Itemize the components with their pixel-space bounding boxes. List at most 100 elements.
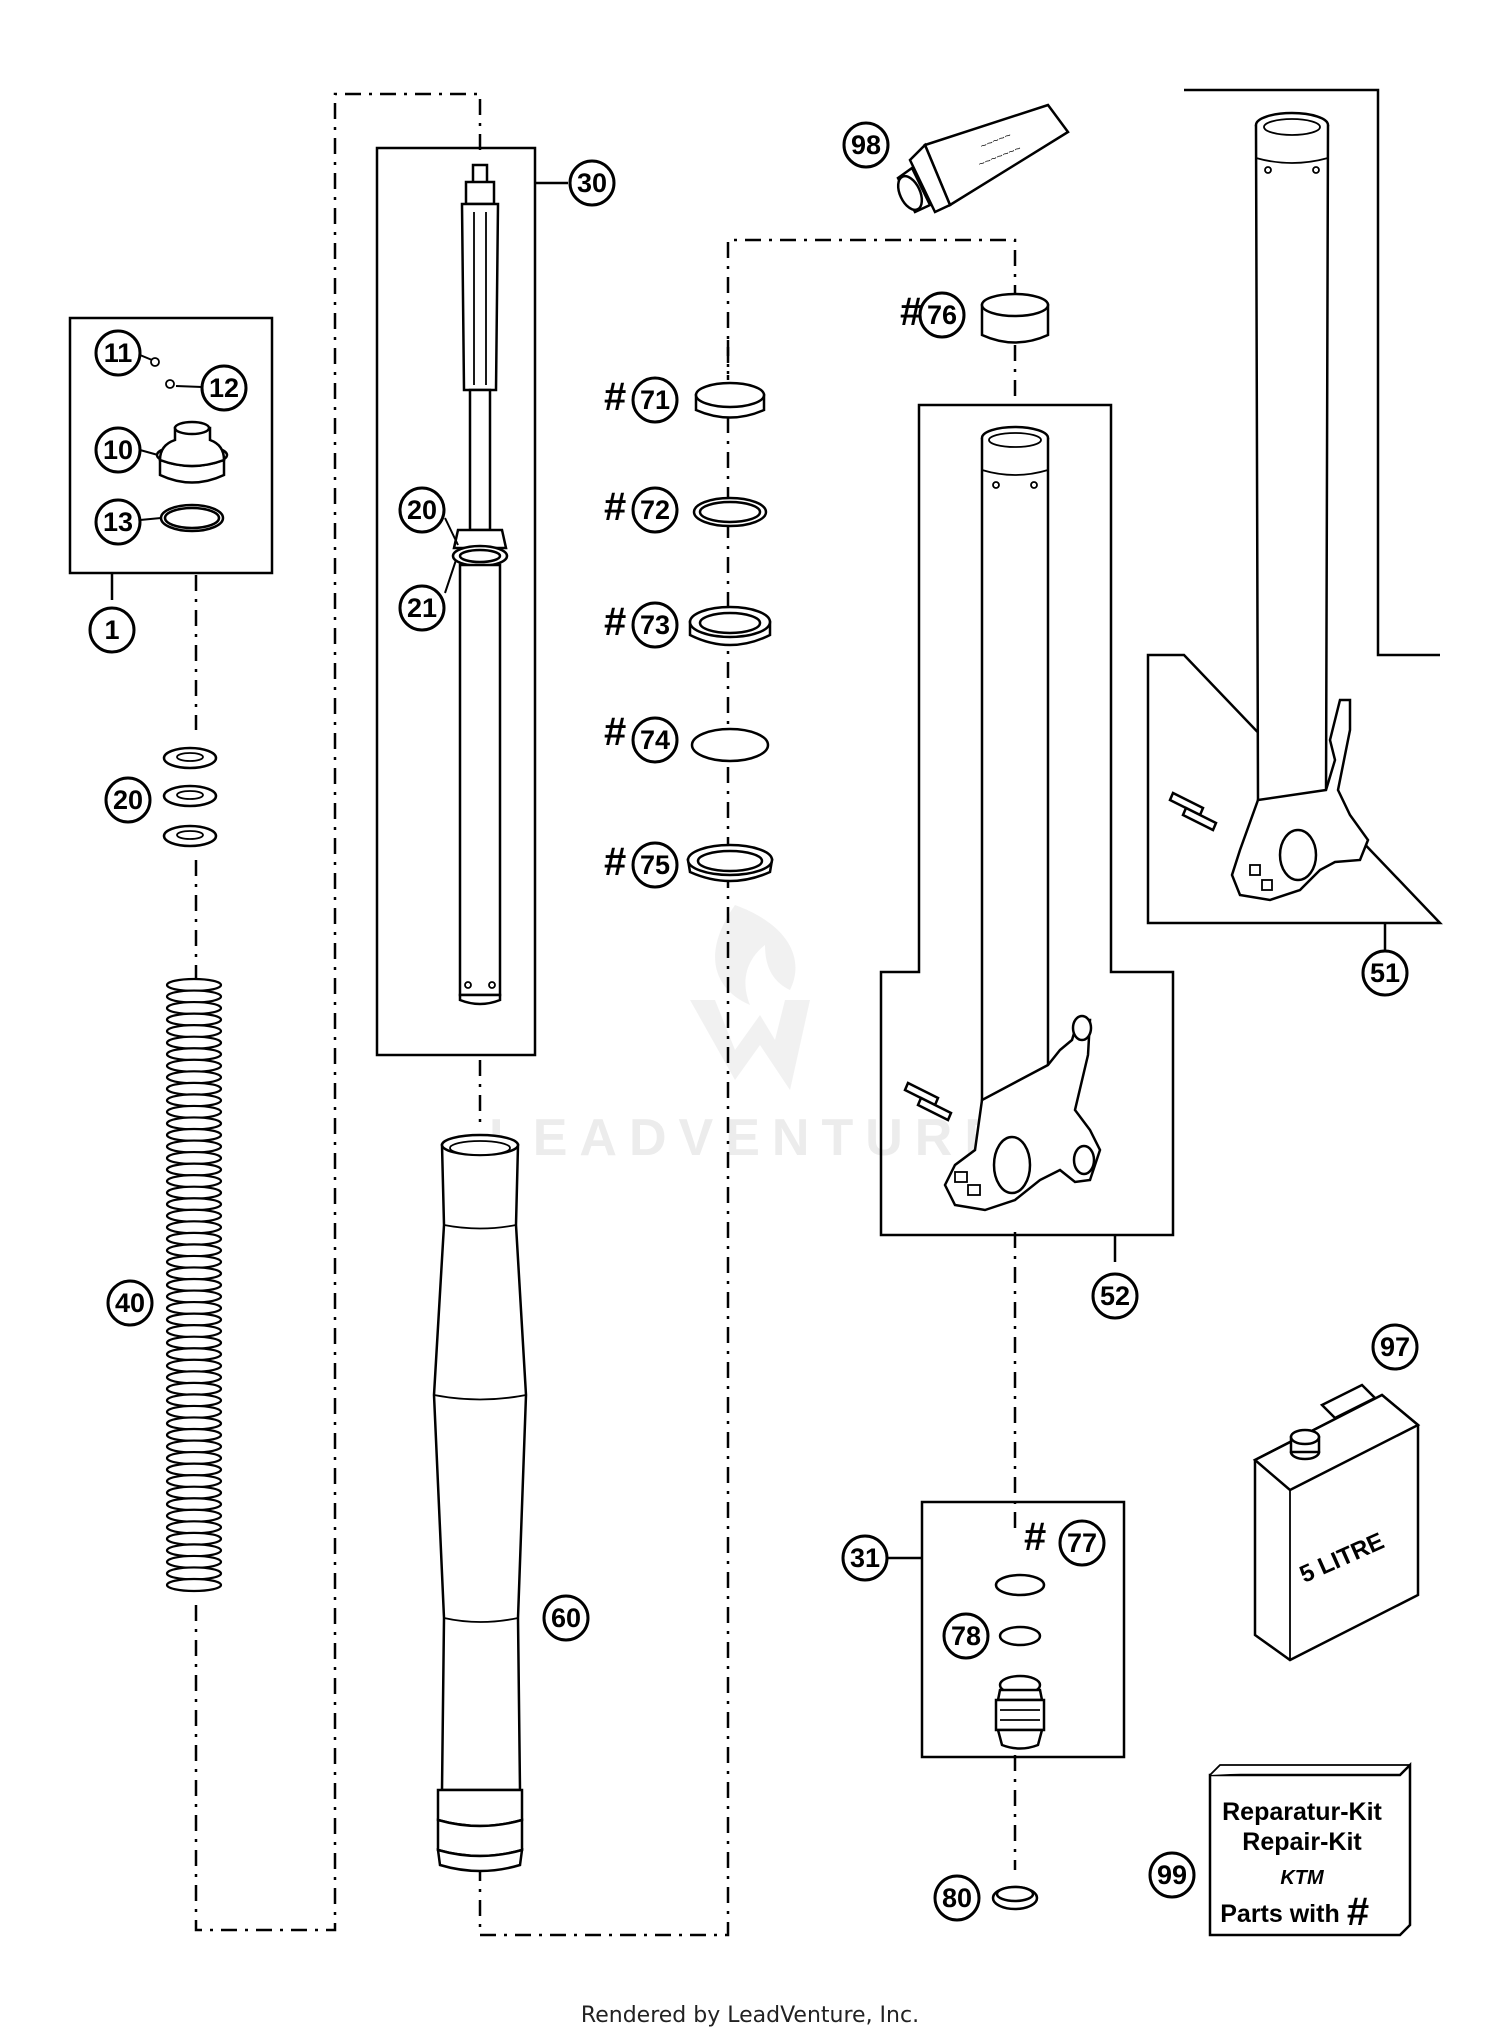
- spring-coil: [165, 989, 223, 1004]
- fork-spring: [165, 977, 223, 1593]
- repair-kit-brand: KTM: [1280, 1867, 1325, 1889]
- connection-lines: [194, 92, 1017, 1937]
- callout-78: 78: [942, 1612, 990, 1660]
- damper-cartridge: [451, 163, 509, 1006]
- repair-kit-line2: Repair-Kit: [1242, 1828, 1362, 1856]
- spring-coil: [165, 1208, 223, 1223]
- svg-text:80: 80: [942, 1883, 972, 1913]
- callout-51: 51: [1361, 949, 1409, 997]
- spring-coil: [165, 1081, 223, 1096]
- spring-coil: [165, 1335, 223, 1350]
- spring-coil: [165, 1139, 223, 1154]
- callout-21: 21: [398, 584, 446, 632]
- spring-coil: [165, 1277, 223, 1293]
- spring-coil: [165, 1416, 223, 1431]
- svg-text:99: 99: [1157, 1860, 1187, 1890]
- spring-coil: [165, 1358, 223, 1373]
- outer-fork-leg-52: [903, 425, 1102, 1212]
- spring-coil: [165, 1254, 223, 1270]
- callout-13: 13: [94, 498, 142, 546]
- washers-20: [162, 746, 218, 848]
- callout-31: 31: [841, 1534, 889, 1582]
- spring-coil: [165, 1531, 223, 1546]
- callout-10: 10: [94, 426, 142, 474]
- callout-60: 60: [542, 1594, 590, 1642]
- svg-text:13: 13: [103, 507, 133, 537]
- callout-80: 80: [933, 1874, 981, 1922]
- svg-text:98: 98: [851, 130, 881, 160]
- valve-kit-parts: [994, 1573, 1046, 1750]
- hash-77: #: [1024, 1515, 1046, 1559]
- spring-coil: [165, 1347, 223, 1362]
- spring-coil: [165, 1497, 223, 1512]
- svg-text:12: 12: [209, 373, 239, 403]
- spring-coil: [165, 1520, 223, 1535]
- hash-72: #: [604, 485, 626, 529]
- spring-coil: [165, 1450, 223, 1466]
- callout-12: 12: [200, 364, 248, 412]
- spring-coil: [165, 1185, 223, 1200]
- spring-coil: [165, 1300, 223, 1316]
- spring-coil: [165, 1508, 223, 1523]
- svg-text:77: 77: [1067, 1528, 1097, 1558]
- callout-72: 72: [631, 486, 679, 534]
- callout-75: 75: [631, 841, 679, 889]
- callout-1: 1: [88, 606, 136, 654]
- spring-coil: [165, 1000, 223, 1016]
- cap-kit-frame: [68, 316, 274, 575]
- spring-coil: [165, 1093, 223, 1108]
- spring-coil: [165, 1381, 223, 1396]
- watermark-text: LEADVENTURE: [489, 1109, 1011, 1167]
- callout-52: 52: [1091, 1272, 1139, 1320]
- spring-coil: [165, 1566, 223, 1581]
- callout-40: 40: [106, 1279, 154, 1327]
- valve-kit-frame: [920, 1500, 1126, 1759]
- spring-coil: [165, 1543, 223, 1558]
- spring-coil: [165, 1104, 223, 1120]
- hash-74: #: [604, 710, 626, 754]
- svg-text:31: 31: [850, 1543, 880, 1573]
- callout-11: 11: [94, 329, 142, 377]
- spring-coil: [165, 1474, 223, 1489]
- footer-credit: Rendered by LeadVenture, Inc.: [580, 2003, 920, 2028]
- spring-coil: [165, 1116, 223, 1131]
- spring-coil: [165, 1058, 223, 1073]
- svg-text:11: 11: [104, 338, 133, 368]
- callout-74: 74: [631, 716, 679, 764]
- hash-75: #: [604, 840, 626, 884]
- hash-marks: # # # # # # #: [604, 290, 1046, 1559]
- spring-coil: [165, 1289, 223, 1304]
- hash-71: #: [604, 375, 626, 419]
- inner-fork-tube: [432, 1133, 528, 1873]
- spring-coil: [165, 1243, 223, 1258]
- callout-98: 98: [842, 121, 890, 169]
- callout-20-cartridge: 20: [398, 486, 446, 534]
- svg-text:73: 73: [640, 610, 670, 640]
- svg-text:1: 1: [104, 615, 119, 645]
- spring-coil: [165, 1174, 223, 1189]
- repair-kit-box: Reparatur-Kit Repair-Kit KTM Parts with …: [1208, 1761, 1412, 1937]
- spring-coil: [165, 1035, 223, 1050]
- fork-leg-51: [1168, 111, 1370, 902]
- callouts: 1 10 11 12 13 20 20 21 30 31 40 51 52 60…: [88, 121, 1419, 1922]
- svg-text:20: 20: [407, 495, 437, 525]
- callout-71: 71: [631, 376, 679, 424]
- callout-20-washers: 20: [104, 776, 152, 824]
- cartridge-frame: [375, 146, 537, 1057]
- svg-text:30: 30: [577, 168, 607, 198]
- spring-coil: [165, 977, 223, 993]
- spring-coil: [165, 1197, 223, 1212]
- leader-lines: [139, 354, 459, 594]
- grease-tube: ~~~~~ ~~~~~~~: [896, 103, 1070, 214]
- cap-kit-parts: [150, 357, 229, 533]
- callout-76: 76: [918, 291, 966, 339]
- spring-coil: [165, 1427, 223, 1443]
- spring-coil: [165, 1554, 223, 1570]
- hash-73: #: [604, 600, 626, 644]
- svg-text:74: 74: [640, 725, 670, 755]
- spring-coil: [165, 1220, 223, 1235]
- spring-coil: [165, 1393, 223, 1408]
- svg-text:10: 10: [103, 435, 133, 465]
- svg-text:52: 52: [1100, 1281, 1130, 1311]
